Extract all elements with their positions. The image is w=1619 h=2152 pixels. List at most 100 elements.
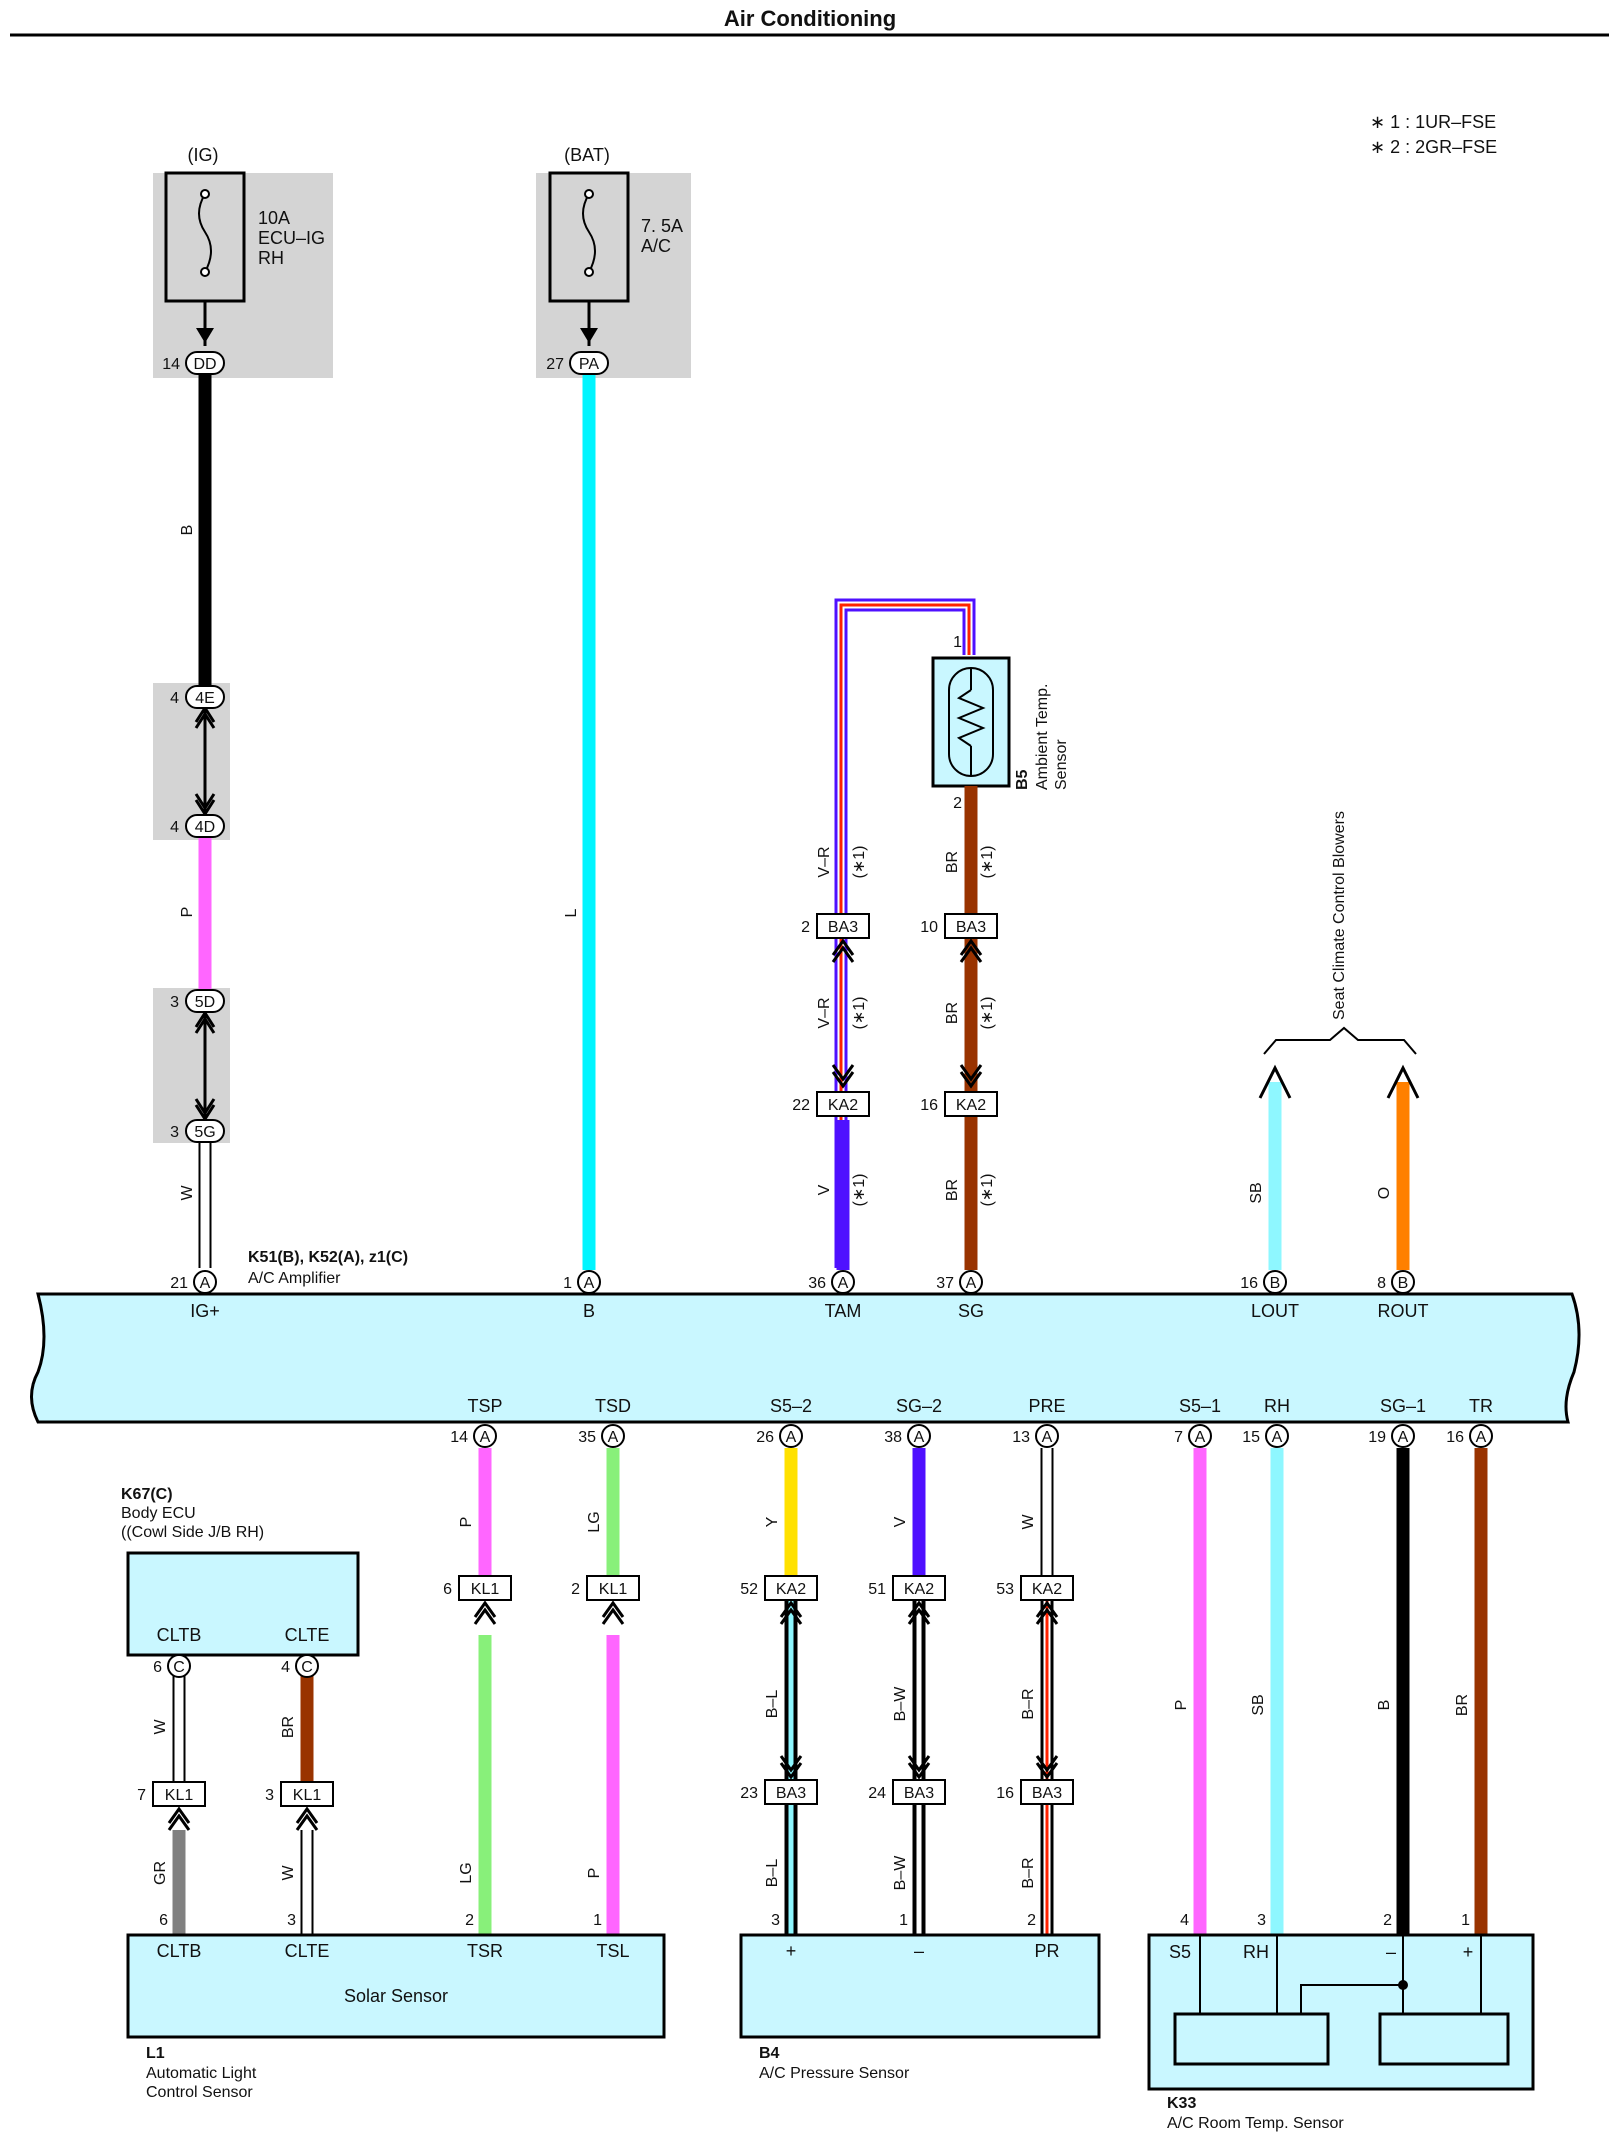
amp-pin-sg: A 37 SG xyxy=(936,1270,984,1321)
wire-label-tam-vr: V–R xyxy=(816,846,833,877)
connector-5d: 5D 3 xyxy=(170,989,225,1013)
svg-text:KA2: KA2 xyxy=(904,1581,934,1598)
connector-ka2-sg: KA2 16 xyxy=(920,1091,998,1117)
wire-label-sg-br: BR xyxy=(944,851,961,873)
sensor-b5-name2: Sensor xyxy=(1053,739,1070,790)
note-mark-sg-3: (∗1) xyxy=(979,1174,996,1207)
svg-text:A: A xyxy=(838,1275,849,1292)
pressure-pin-1: 1 xyxy=(899,1912,908,1929)
svg-text:5D: 5D xyxy=(195,994,215,1011)
svg-text:ROUT: ROUT xyxy=(1378,1301,1429,1321)
wire-label-tam-vr2: V–R xyxy=(816,997,833,1028)
svg-text:A: A xyxy=(1398,1429,1409,1446)
note-mark-sg-1: (∗1) xyxy=(979,846,996,879)
wire-label-tr: BR xyxy=(1454,1694,1471,1716)
wire-label-ig-p: P xyxy=(179,907,196,918)
wire-label-tsd: LG xyxy=(586,1511,603,1532)
solar-sensor-name: Solar Sensor xyxy=(344,1986,448,2006)
svg-text:SG–2: SG–2 xyxy=(896,1396,942,1416)
svg-text:A: A xyxy=(786,1429,797,1446)
sensor-b5-ref: B5 xyxy=(1014,769,1031,790)
amp-pin-b: A 1 B xyxy=(563,1270,601,1321)
svg-text:KL1: KL1 xyxy=(293,1787,322,1804)
solar-label-tsl: TSL xyxy=(596,1941,629,1961)
note-mark-sg-2: (∗1) xyxy=(979,997,996,1030)
amp-pin-igplus: A 21 IG+ xyxy=(170,1270,220,1321)
solar-pin-1: 1 xyxy=(593,1912,602,1929)
fuse-bat-name: A/C xyxy=(641,236,671,256)
connector-kl1-cltb: KL1 7 xyxy=(137,1781,206,1807)
amplifier-body xyxy=(30,1292,1581,1424)
junction-block-5 xyxy=(153,988,230,1143)
svg-text:A: A xyxy=(1272,1429,1283,1446)
fuse-bat-source: (BAT) xyxy=(564,145,610,165)
svg-text:8: 8 xyxy=(1377,1275,1386,1292)
connector-ba3-s52: BA3 23 xyxy=(740,1779,818,1805)
svg-text:S5–1: S5–1 xyxy=(1179,1396,1221,1416)
solar-label-clte: CLTE xyxy=(285,1941,330,1961)
body-ecu-pin-6: C 6 xyxy=(153,1654,191,1678)
svg-text:38: 38 xyxy=(884,1429,902,1446)
svg-text:13: 13 xyxy=(1012,1429,1030,1446)
svg-text:IG+: IG+ xyxy=(190,1301,220,1321)
svg-text:KA2: KA2 xyxy=(956,1097,986,1114)
amplifier-name: A/C Amplifier xyxy=(248,1270,341,1287)
svg-text:3: 3 xyxy=(170,994,179,1011)
svg-text:KL1: KL1 xyxy=(471,1581,500,1598)
room-label-minus: – xyxy=(1386,1942,1396,1962)
wire-label-br3: B–R xyxy=(1020,1857,1037,1888)
svg-text:53: 53 xyxy=(996,1581,1014,1598)
wire-label-s52: Y xyxy=(764,1516,781,1527)
fuse-block-bat xyxy=(536,173,691,378)
svg-text:4: 4 xyxy=(170,690,179,707)
svg-text:A: A xyxy=(200,1275,211,1292)
wire-label-tsp: P xyxy=(458,1517,475,1528)
wire-label-bw2: B–W xyxy=(892,1855,909,1891)
wire-label-br: B–R xyxy=(1020,1688,1037,1719)
wire-label-w2: W xyxy=(280,1865,297,1881)
svg-text:TAM: TAM xyxy=(825,1301,862,1321)
svg-text:36: 36 xyxy=(808,1275,826,1292)
solar-pin-6: 6 xyxy=(159,1912,168,1929)
connector-ba3-sg2: BA3 24 xyxy=(868,1779,946,1805)
room-pin-1: 1 xyxy=(1461,1912,1470,1929)
svg-text:22: 22 xyxy=(792,1097,810,1114)
svg-text:A: A xyxy=(584,1275,595,1292)
svg-text:S5–2: S5–2 xyxy=(770,1396,812,1416)
lout-arrow xyxy=(1258,1064,1292,1099)
svg-text:6: 6 xyxy=(153,1659,162,1676)
note-1: ∗ 1 : 1UR–FSE xyxy=(1370,112,1496,132)
svg-text:3: 3 xyxy=(265,1787,274,1804)
body-ecu-box xyxy=(126,1551,360,1657)
wire-label-p2: P xyxy=(586,1868,603,1879)
wire-label-ig-b: B xyxy=(179,525,196,536)
page-title: Air Conditioning xyxy=(724,6,896,31)
fuse-bat-icon xyxy=(582,193,596,273)
solar-pin-3: 3 xyxy=(287,1912,296,1929)
fuse-ig-name: ECU–IG xyxy=(258,228,325,248)
svg-text:A: A xyxy=(914,1429,925,1446)
body-ecu-location: ((Cowl Side J/B RH) xyxy=(121,1524,264,1541)
wire-label-clte: BR xyxy=(280,1716,297,1738)
svg-text:26: 26 xyxy=(756,1429,774,1446)
connector-kl1-tsp: KL1 6 xyxy=(443,1575,512,1601)
room-label-rh: RH xyxy=(1243,1942,1269,1962)
solar-sensor-ref: L1 xyxy=(146,2045,165,2062)
svg-text:7: 7 xyxy=(137,1787,146,1804)
amp-pin-tsp: TSP A 14 xyxy=(450,1396,503,1448)
svg-text:BA3: BA3 xyxy=(956,919,986,936)
fuse-ig-arrow xyxy=(196,328,214,343)
wire-label-sg-br3: BR xyxy=(944,1179,961,1201)
wire-label-lout: SB xyxy=(1248,1182,1265,1203)
svg-text:BA3: BA3 xyxy=(904,1785,934,1802)
body-ecu-pin-cltb-label: CLTB xyxy=(157,1625,202,1645)
room-label-plus: + xyxy=(1463,1942,1474,1962)
svg-text:TSP: TSP xyxy=(467,1396,502,1416)
solar-label-cltb: CLTB xyxy=(157,1941,202,1961)
amp-pin-sg1: SG–1 A 19 xyxy=(1368,1396,1426,1448)
solar-sensor-desc2: Control Sensor xyxy=(146,2084,253,2101)
svg-text:B: B xyxy=(1270,1275,1281,1292)
svg-text:14: 14 xyxy=(450,1429,468,1446)
svg-text:24: 24 xyxy=(868,1785,886,1802)
room-sensor-internal xyxy=(1173,1935,1510,2066)
